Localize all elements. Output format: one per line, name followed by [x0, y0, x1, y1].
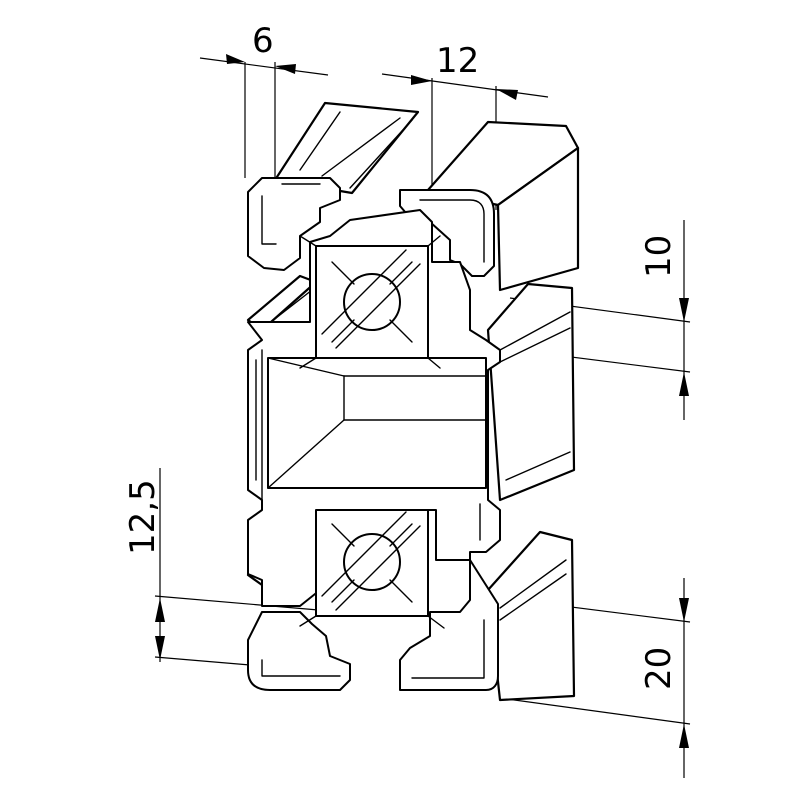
- dimension-module: 20: [499, 578, 691, 778]
- dimension-label-6: 6: [252, 21, 274, 61]
- dimension-label-10: 10: [639, 235, 679, 278]
- dimension-offset: 12,5: [123, 468, 331, 666]
- central-chamber: [267, 357, 487, 489]
- dimension-slot-spacing: 12: [381, 41, 549, 240]
- dimension-label-12-5: 12,5: [123, 479, 163, 555]
- dimension-slot-width: 6: [199, 21, 329, 236]
- dimension-label-12: 12: [436, 41, 479, 81]
- upper-core: [299, 235, 441, 369]
- lower-core: [299, 509, 445, 629]
- dimension-label-20: 20: [639, 647, 679, 690]
- dimension-inner-height: 10: [499, 220, 691, 420]
- slot-details: [255, 183, 485, 679]
